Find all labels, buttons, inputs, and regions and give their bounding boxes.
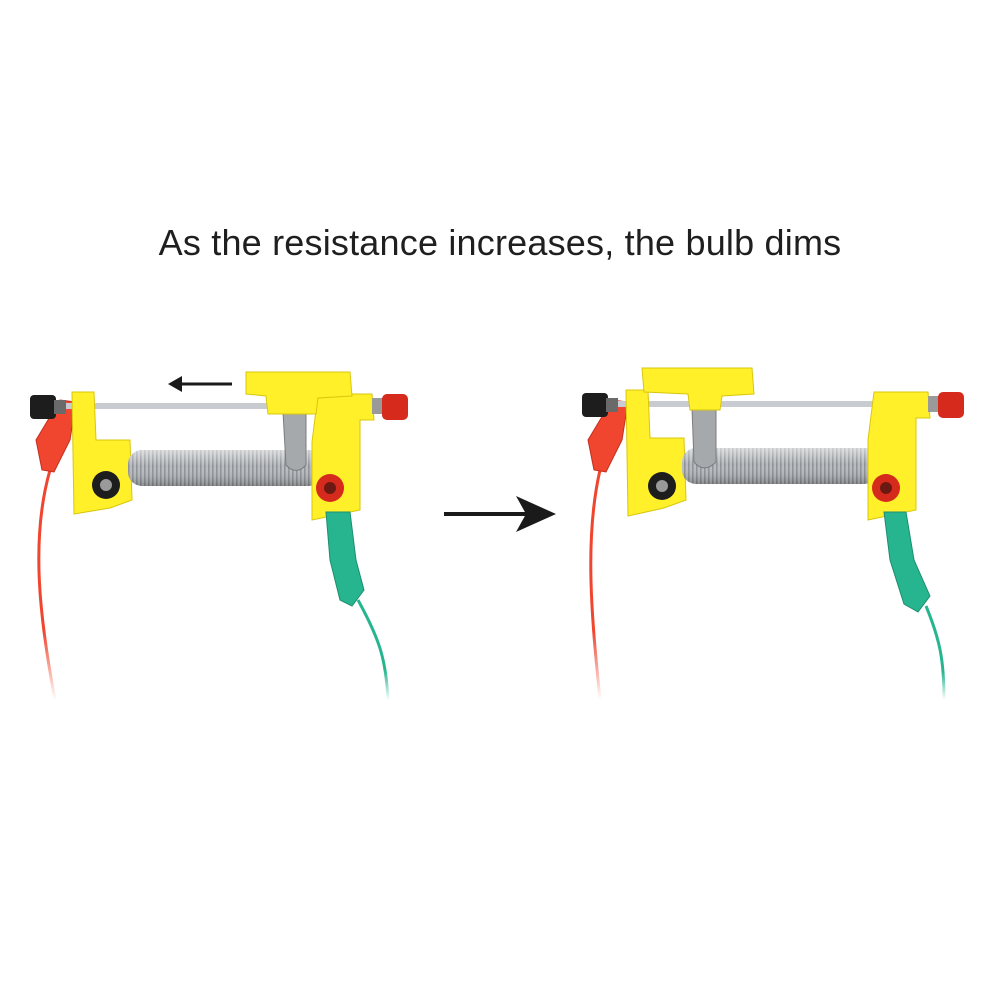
left-terminal — [92, 471, 120, 499]
black-knob — [582, 393, 618, 417]
housing-right — [867, 391, 931, 521]
slider-contact — [641, 367, 755, 469]
green-wire — [356, 599, 390, 701]
red-wire — [589, 469, 602, 701]
left-terminal — [648, 472, 676, 500]
arrow-right-icon — [444, 496, 556, 532]
rheostat-after — [582, 367, 964, 701]
slider-rod — [66, 403, 386, 409]
red-knob — [372, 394, 408, 420]
green-clip — [325, 511, 365, 607]
right-terminal — [316, 474, 344, 502]
green-clip — [883, 511, 931, 613]
housing-right — [311, 393, 375, 521]
right-terminal — [872, 474, 900, 502]
slider-rod — [618, 401, 942, 407]
green-wire — [924, 605, 946, 701]
rheostat-before — [30, 371, 408, 701]
arrow-left-icon — [168, 376, 232, 392]
red-knob — [928, 392, 964, 418]
slider-contact — [245, 371, 353, 471]
black-knob — [30, 395, 66, 419]
red-wire — [37, 469, 57, 701]
caption: As the resistance increases, the bulb di… — [158, 222, 842, 263]
